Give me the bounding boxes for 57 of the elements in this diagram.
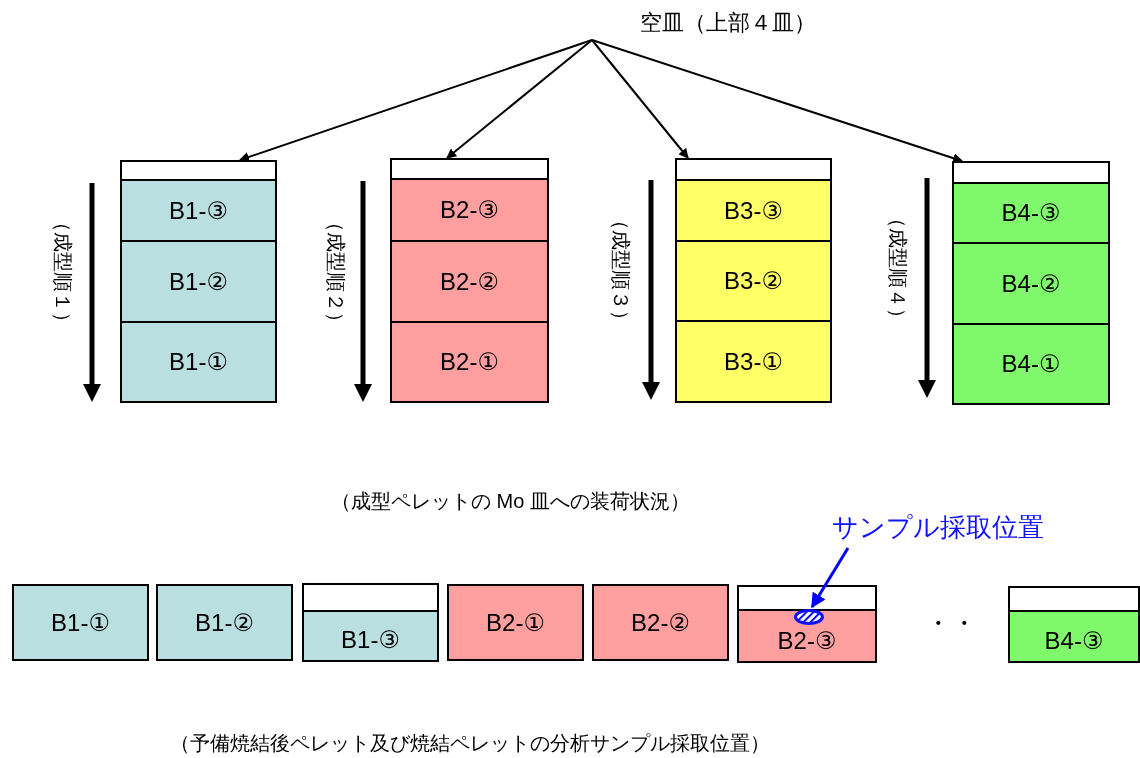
empty-tray-box	[390, 158, 549, 180]
pellet-box	[12, 584, 149, 661]
box-label: B1-③	[169, 196, 228, 225]
pellet-box	[675, 240, 832, 322]
box-label: B2-②	[440, 267, 499, 296]
pellet-box	[390, 321, 549, 403]
arrow	[239, 39, 593, 162]
empty-tray-box	[675, 158, 832, 181]
box-label: B1-③	[341, 626, 400, 654]
tray-box	[302, 583, 439, 662]
box-label: B2-②	[631, 608, 690, 637]
box-label: B4-①	[1001, 350, 1061, 378]
box-label: B3-①	[724, 347, 783, 376]
box-label: B4-②	[1001, 269, 1061, 298]
pellet-box	[675, 179, 832, 242]
box-label: B1-①	[169, 348, 228, 376]
pellet-box	[952, 182, 1110, 244]
tray-box	[1008, 586, 1140, 663]
arrow	[591, 39, 689, 159]
box-label: B3-②	[724, 267, 783, 295]
arrow	[446, 39, 593, 159]
order-label: （成型順２）	[323, 211, 348, 332]
sample-spot	[794, 609, 824, 625]
box-label: B2-③	[777, 627, 837, 655]
box-label: B1-①	[51, 608, 110, 637]
box-label: B1-②	[195, 608, 254, 637]
caption-text: （予備焼結後ペレット及び焼結ペレットの分析サンプル採取位置）	[170, 731, 770, 756]
heading-text: 空皿（上部４皿）	[585, 8, 816, 42]
arrow	[810, 547, 850, 609]
pellet-box	[390, 178, 549, 242]
empty-tray-box	[120, 160, 277, 181]
tray-box	[737, 585, 877, 663]
box-label: B2-①	[440, 348, 499, 376]
pellet-box	[390, 240, 549, 323]
pellet-box	[120, 179, 277, 242]
box-label: B4-③	[1044, 627, 1104, 655]
callout-text: サンプル採取位置	[832, 510, 1066, 548]
caption-text: （成型ペレットの Mo 皿への装荷状況）	[331, 489, 690, 514]
box-label: B2-①	[486, 608, 545, 637]
ellipsis-dots: ・・	[925, 607, 977, 640]
order-label: （成型順１）	[50, 211, 75, 332]
pellet-box	[156, 584, 293, 661]
order-label: （成型順３）	[608, 209, 633, 330]
box-label: B2-③	[440, 196, 499, 224]
box-label: B1-②	[169, 267, 228, 296]
empty-tray-box	[952, 161, 1110, 184]
pellet-box	[675, 320, 832, 403]
order-label: （成型順４）	[885, 207, 910, 328]
arrow	[591, 39, 963, 163]
pellet-box	[120, 321, 277, 403]
pellet-box	[447, 584, 584, 661]
pellet-box	[952, 323, 1110, 405]
pellet-box	[120, 240, 277, 323]
box-label: B4-③	[1001, 199, 1061, 227]
box-label: B3-③	[724, 196, 783, 225]
pellet-box	[592, 584, 729, 661]
pellet-box	[952, 242, 1110, 325]
